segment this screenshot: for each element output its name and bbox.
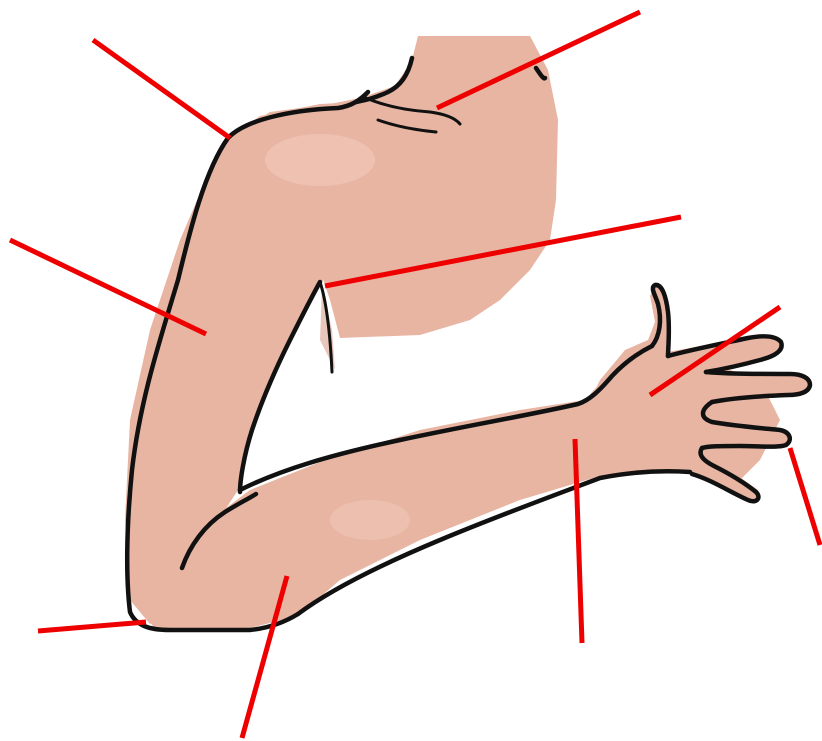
- shoulder-highlight: [265, 134, 375, 186]
- hand-region: [580, 286, 810, 500]
- leader-line-fingertip: [790, 448, 820, 545]
- leader-line-shoulder: [93, 40, 230, 138]
- leader-line-elbow: [38, 622, 146, 631]
- forearm-highlight: [330, 500, 410, 540]
